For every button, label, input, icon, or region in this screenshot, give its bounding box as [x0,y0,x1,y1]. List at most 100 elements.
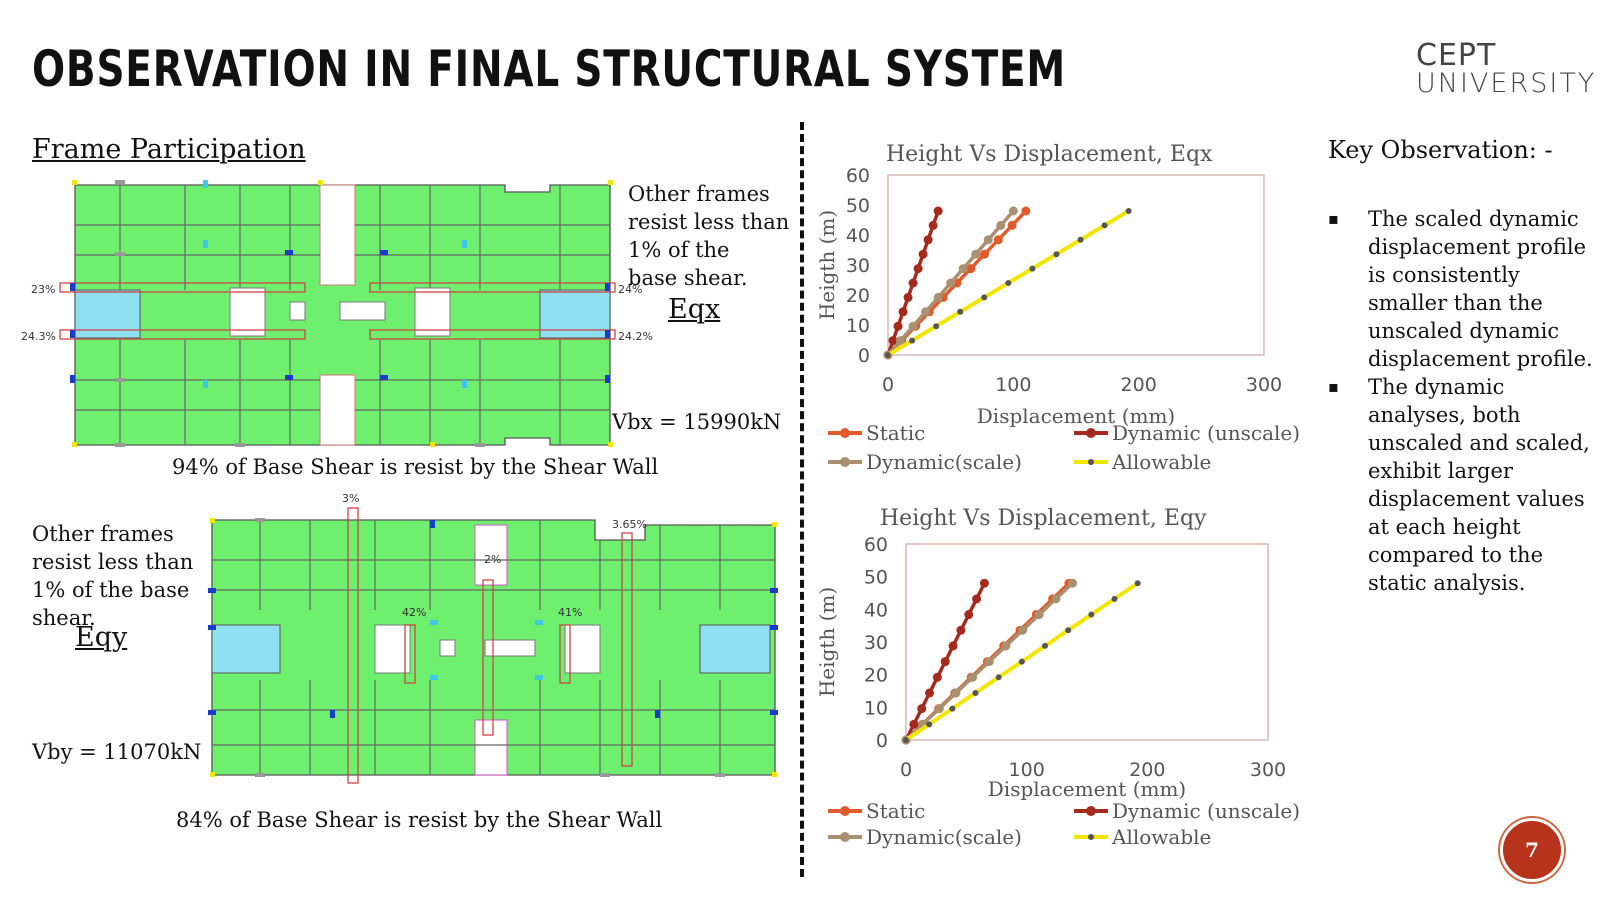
data-point [1021,206,1031,216]
data-point [979,578,989,588]
legend-marker [1086,806,1096,816]
data-point [949,705,956,712]
x-tick-label: 0 [900,759,912,781]
data-point [934,704,944,714]
legend-label: Static [866,799,925,823]
data-point [972,689,979,696]
legend-marker [840,457,850,467]
legend-label: Allowable [1111,825,1211,849]
pct-label: 2% [484,553,502,566]
data-point [1134,580,1141,587]
data-point [968,672,978,682]
legend-marker [840,806,850,816]
y-tick-label: 10 [864,697,888,719]
y-tick-label: 10 [846,315,870,337]
data-point [1018,658,1025,665]
legend-label: Dynamic(scale) [866,825,1022,849]
pct-label: 24.2% [618,330,653,343]
y-tick-label: 50 [864,567,888,589]
x-tick-label: 0 [882,374,894,396]
data-point [983,235,993,245]
page-number: 7 [1500,818,1564,882]
data-point [1101,222,1108,229]
legend-marker [1088,834,1094,840]
key-observation-list: The scaled dynamic displacement profile … [1328,205,1598,597]
legend-label: Dynamic(scale) [866,450,1022,474]
legend-marker [840,832,850,842]
chart-eqx: Height Vs Displacement, Eqx0102030405060… [816,142,1300,474]
y-tick-label: 0 [858,345,870,367]
data-point [896,336,906,346]
data-point [909,719,919,729]
y-tick-label: 50 [846,195,870,217]
data-point [1018,625,1028,635]
data-point [923,235,933,245]
data-point [928,220,938,230]
data-point [951,688,961,698]
section-title: Frame Participation [32,134,306,165]
eqx-caption: 94% of Base Shear is resist by the Shear… [172,455,659,479]
data-point [940,657,950,667]
y-tick-label: 20 [846,285,870,307]
y-axis-label: Heigth (m) [816,587,839,697]
x-tick-label: 200 [1129,759,1165,781]
data-point [898,307,908,317]
key-observation-title: Key Observation: - [1328,136,1553,164]
x-tick-label: 300 [1246,374,1282,396]
slide-title: OBSERVATION IN FINAL STRUCTURAL SYSTEM [32,40,1066,98]
data-point [966,264,976,274]
y-tick-label: 40 [846,225,870,247]
data-point [932,672,942,682]
data-point [996,220,1006,230]
data-point [1008,206,1018,216]
data-point [993,235,1003,245]
chart-title: Height Vs Displacement, Eqy [880,506,1207,531]
data-point [1088,611,1095,618]
data-point [908,278,918,288]
y-tick-label: 20 [864,665,888,687]
data-point [984,657,994,667]
data-point [1077,236,1084,243]
data-point [909,337,916,344]
data-point [964,610,974,620]
data-point [908,321,918,331]
data-point [925,688,935,698]
legend-marker [840,428,850,438]
y-tick-label: 40 [864,599,888,621]
legend-marker [1086,428,1096,438]
data-point [933,206,943,216]
y-axis-label: Heigth (m) [816,210,839,320]
legend-label: Dynamic (unscale) [1112,421,1300,445]
data-point [888,336,898,346]
x-tick-label: 200 [1121,374,1157,396]
data-point [913,264,923,274]
pct-label: 42% [402,606,427,619]
pct-label: 3% [342,492,360,505]
pct-label: 3.65% [612,518,647,531]
pct-label: 41% [558,606,583,619]
data-point [885,352,891,358]
pct-label: 24.3% [21,330,56,343]
data-point [971,249,981,259]
data-point [921,307,931,317]
data-point [1125,208,1132,214]
data-point [1029,265,1036,272]
eqx-label: Eqx [668,294,721,325]
eqy-note: Other frames resist less than 1% of the … [32,522,194,630]
data-point [1001,641,1011,651]
pct-label: 24% [618,283,643,296]
bullet-item: The scaled dynamic displacement profile … [1328,205,1598,373]
data-point [933,292,943,302]
data-point [1053,251,1060,258]
plot-area [887,174,1265,356]
y-tick-label: 0 [876,730,888,752]
data-point [933,323,940,330]
data-point [903,737,909,743]
data-point [995,674,1002,681]
data-point [926,721,933,728]
eqy-caption: 84% of Base Shear is resist by the Shear… [176,808,663,832]
logo-university: UNIVERSITY [1416,68,1597,99]
y-tick-label: 30 [846,255,870,277]
data-point [957,308,964,315]
data-point [1111,595,1118,602]
